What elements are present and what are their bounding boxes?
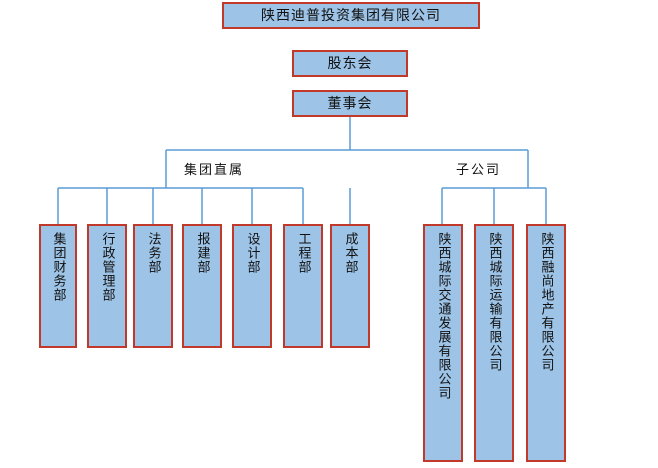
dept-box: 行政管理部 [87,224,127,348]
dept-label: 成本部 [342,232,358,274]
subsidiary-label: 陕西融尚地产有限公司 [538,232,554,372]
company-name: 陕西迪普投资集团有限公司 [261,7,441,24]
dept-label: 集团财务部 [50,232,66,302]
dept-label: 法务部 [145,232,161,274]
dept-box: 设计部 [232,224,272,348]
dept-label: 报建部 [194,232,210,274]
shareholders-box: 股东会 [292,50,408,77]
board-label: 董事会 [327,95,373,112]
subsidiary-label: 陕西城际交通发展有限公司 [435,232,451,400]
dept-box: 报建部 [182,224,222,348]
board-box: 董事会 [292,90,408,117]
dept-box: 集团财务部 [39,224,77,348]
company-box: 陕西迪普投资集团有限公司 [222,2,480,29]
dept-label: 行政管理部 [99,232,115,302]
dept-box: 法务部 [133,224,173,348]
subsidiary-box: 陕西融尚地产有限公司 [526,224,566,462]
subsidiaries-label: 子公司 [452,163,506,179]
dept-label: 工程部 [295,232,311,274]
shareholders-label: 股东会 [327,55,373,72]
dept-label: 设计部 [244,232,260,274]
subsidiary-box: 陕西城际运输有限公司 [474,224,514,462]
dept-box: 成本部 [330,224,370,348]
subsidiary-box: 陕西城际交通发展有限公司 [423,224,463,462]
dept-box: 工程部 [283,224,323,348]
subsidiary-label: 陕西城际运输有限公司 [486,232,502,372]
group-direct-label: 集团直属 [180,163,249,179]
